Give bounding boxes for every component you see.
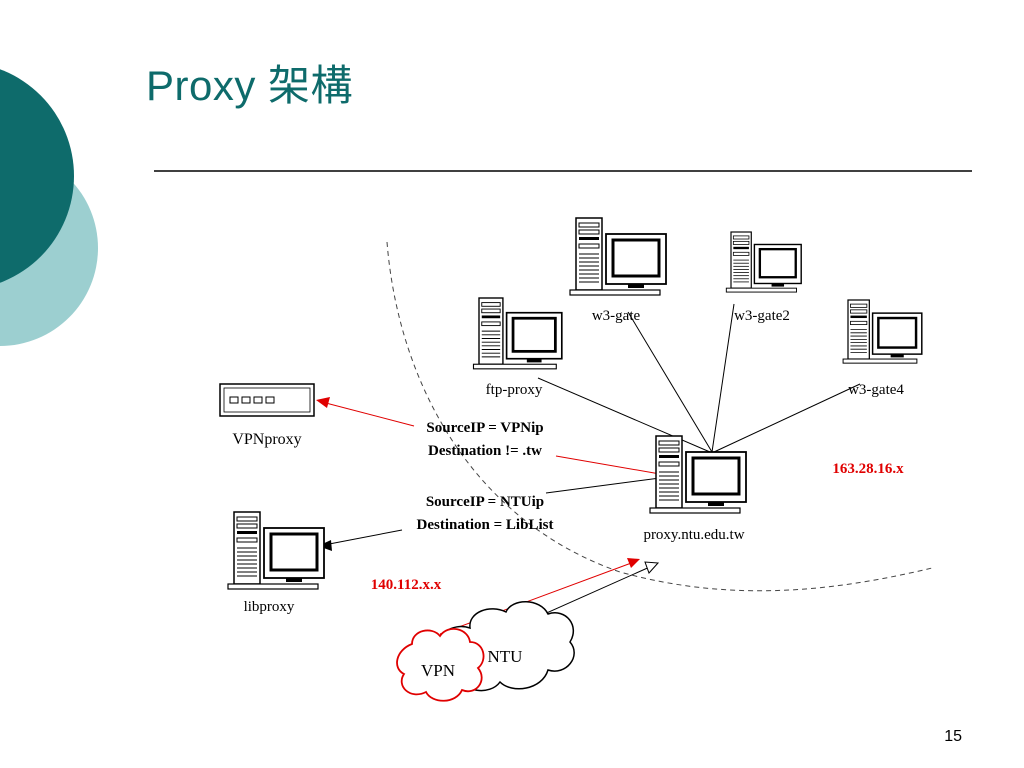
- ntu-rule-destination: Destination = LibList: [417, 517, 554, 533]
- ntu-arrowhead: [318, 540, 332, 551]
- libproxy-label: libproxy: [244, 599, 295, 615]
- vpn-to-proxy-arrowhead: [627, 558, 640, 568]
- w3-gate-computer-icon: [568, 216, 668, 297]
- vpn-rule-line: [555, 455, 661, 475]
- w3-gate2-computer-icon: [725, 230, 803, 294]
- ntu-cloud-label: NTU: [488, 647, 523, 666]
- w3-gate-label: w3-gate: [592, 308, 641, 324]
- libproxy-computer-icon: [226, 510, 326, 591]
- ntu-rule-arrow: [323, 529, 403, 546]
- vpnproxy-device-icon: [219, 383, 315, 417]
- vpn-rule-source: SourceIP = VPNip: [426, 420, 543, 436]
- link-proxy-w3gate4: [713, 383, 861, 453]
- ntu-rule-line: [545, 477, 661, 494]
- link-proxy-ftp: [537, 377, 711, 453]
- link-proxy-w3gate2: [711, 303, 735, 453]
- ntu-to-proxy-arrowhead: [644, 561, 660, 574]
- vpnproxy-label: VPNproxy: [232, 431, 301, 448]
- w3-gate4-label: w3-gate4: [848, 382, 904, 398]
- outside-address-label: 163.28.16.x: [832, 461, 904, 477]
- w3-gate4-computer-icon: [841, 298, 924, 365]
- w3-gate2-label: w3-gate2: [734, 308, 790, 324]
- vpn-cloud-label: VPN: [421, 661, 455, 680]
- link-proxy-w3gate: [627, 311, 713, 453]
- proxy-computer-icon: [648, 434, 748, 515]
- ftp-proxy-computer-icon: [472, 296, 564, 371]
- page-number: 15: [944, 728, 962, 745]
- vpn-cloud-icon: [396, 628, 485, 702]
- vpn-arrowhead: [316, 397, 330, 408]
- ftp-proxy-label: ftp-proxy: [486, 382, 543, 398]
- proxy-label: proxy.ntu.edu.tw: [643, 527, 744, 543]
- vpn-rule-destination: Destination != .tw: [428, 443, 542, 459]
- boundary-line: [386, 241, 933, 592]
- ntu-rule-source: SourceIP = NTUip: [426, 494, 544, 510]
- page-title: Proxy 架構: [146, 62, 354, 109]
- inside-address-label: 140.112.x.x: [371, 577, 442, 593]
- vpn-rule-arrow: [321, 401, 415, 427]
- decor-circle-dark: [0, 69, 74, 283]
